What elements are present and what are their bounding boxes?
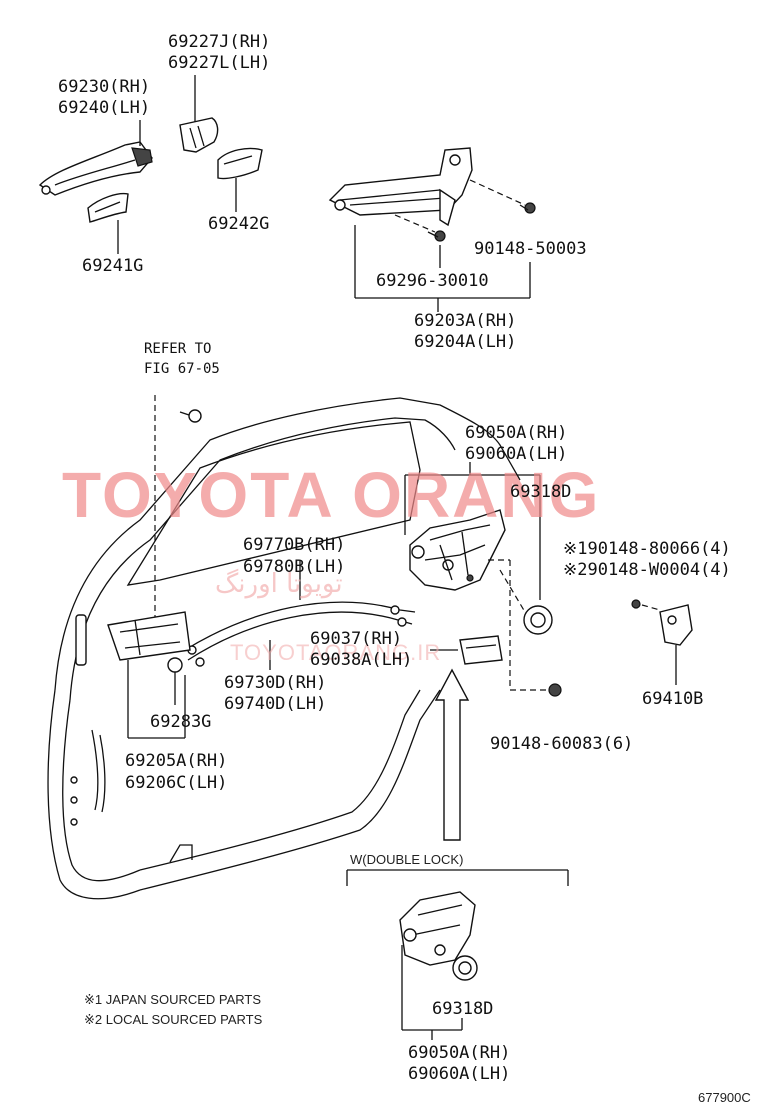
lock-protector	[430, 635, 503, 665]
outside-handle	[38, 141, 153, 196]
label-69227-lh: 69227L(LH)	[168, 53, 270, 73]
label-69037-rh: 69037(RH)	[310, 629, 402, 649]
watermark-arabic: تويوتا اورنگ	[215, 568, 343, 599]
label-69205-rh: 69205A(RH)	[125, 751, 227, 771]
double-lock-bracket	[346, 869, 569, 886]
figure-code: 677900C	[698, 1090, 751, 1105]
label-69740-lh: 69740D(LH)	[224, 694, 326, 714]
watermark: TOYOTA ORANG تويوتا اورنگ TOYOTAORANG.IR	[62, 459, 600, 665]
label-69318: 69318D	[510, 482, 571, 502]
door-lock-assembly	[409, 509, 506, 591]
label-double-lock: W(DOUBLE LOCK)	[350, 852, 463, 867]
label-69038-lh: 69038A(LH)	[310, 650, 412, 670]
label-69206-lh: 69206C(LH)	[125, 773, 227, 793]
label-screw-1: ※190148-80066(4)	[563, 539, 731, 559]
bolt-90148-50003	[469, 179, 536, 214]
label-69060-b-lh: 69060A(LH)	[408, 1064, 510, 1084]
label-69730-rh: 69730D(RH)	[224, 673, 326, 693]
label-69780-lh: 69780B(LH)	[243, 557, 345, 577]
handle-cover	[179, 117, 219, 153]
label-69050-b-rh: 69050A(RH)	[408, 1043, 510, 1063]
inside-handle-leader	[127, 660, 186, 739]
frame-leader	[354, 225, 531, 312]
lock-screw-lines	[488, 559, 562, 697]
outside-handle-frame	[328, 147, 473, 227]
label-refer-to: REFER TO	[144, 341, 211, 357]
label-69230-rh: 69230(RH)	[58, 77, 150, 97]
label-69283: 69283G	[150, 712, 211, 732]
label-69060-lh: 69060A(LH)	[465, 444, 567, 464]
inside-handle	[107, 611, 191, 673]
refer-screw	[154, 395, 202, 620]
label-69204-lh: 69204A(LH)	[414, 332, 516, 352]
door-panel-outline	[47, 397, 521, 900]
watermark-url: TOYOTAORANG.IR	[230, 640, 441, 665]
label-90148-50003: 90148-50003	[474, 239, 587, 259]
bolt-69296-30010	[394, 214, 446, 242]
label-69203-rh: 69203A(RH)	[414, 311, 516, 331]
label-69240-lh: 69240(LH)	[58, 98, 150, 118]
label-69241: 69241G	[82, 256, 143, 276]
note-local: ※2 LOCAL SOURCED PARTS	[84, 1012, 263, 1027]
watermark-title: TOYOTA ORANG	[62, 459, 600, 531]
note-japan: ※1 JAPAN SOURCED PARTS	[84, 992, 261, 1007]
label-screw-2: ※290148-W0004(4)	[563, 560, 731, 580]
label-69410: 69410B	[642, 689, 703, 709]
label-69770-rh: 69770B(RH)	[243, 535, 345, 555]
label-69242: 69242G	[208, 214, 269, 234]
handle-pad	[87, 192, 129, 223]
label-69318-b: 69318D	[432, 999, 493, 1019]
lock-leader	[404, 462, 541, 600]
lock-cover-69318	[499, 569, 553, 635]
label-69296-30010: 69296-30010	[376, 271, 489, 291]
double-lock-assembly	[399, 891, 478, 1040]
label-69050-rh: 69050A(RH)	[465, 423, 567, 443]
label-90148-60083: 90148-60083(6)	[490, 734, 633, 754]
label-refer-fig: FIG 67-05	[144, 361, 220, 377]
label-69227-rh: 69227J(RH)	[168, 32, 270, 52]
door-striker	[631, 599, 693, 685]
detail-arrow	[434, 668, 470, 841]
cover-pad	[217, 147, 263, 180]
